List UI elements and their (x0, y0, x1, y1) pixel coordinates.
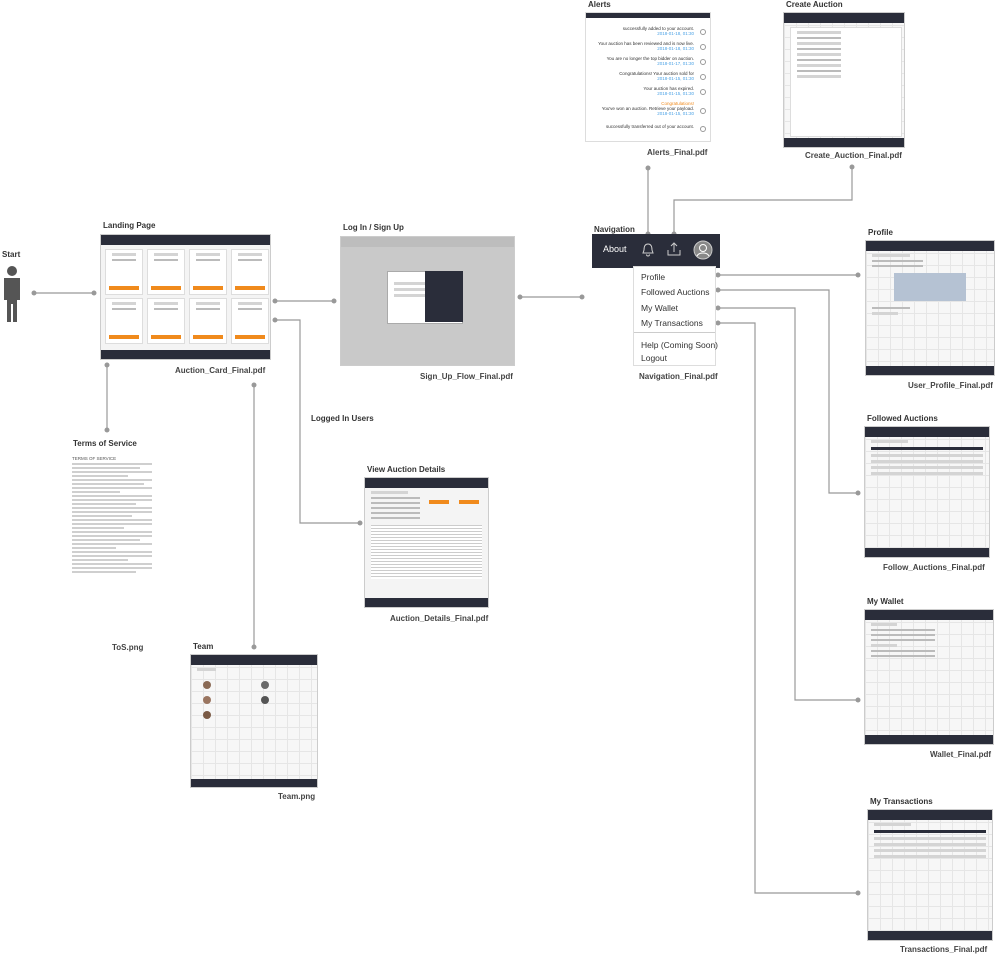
transactions-title: My Transactions (870, 797, 933, 806)
alert-text: Your auction has been reviewed and is no… (598, 41, 694, 46)
alerts-thumbnail[interactable]: successfully added to your account.2018-… (585, 12, 711, 142)
profile-caption: User_Profile_Final.pdf (908, 381, 993, 390)
navigation-bar[interactable]: About (592, 234, 720, 268)
user-avatar-icon[interactable] (693, 240, 713, 260)
view-details-title: View Auction Details (367, 465, 446, 474)
landing-title: Landing Page (103, 221, 156, 230)
team-title: Team (193, 642, 214, 651)
edge-wallet (718, 307, 858, 701)
team-caption: Team.png (278, 792, 316, 801)
upload-icon[interactable] (667, 242, 681, 256)
navigation-title: Navigation (594, 225, 635, 234)
profile-title: Profile (868, 228, 893, 237)
menu-item-help[interactable]: Help (Coming Soon) (641, 340, 719, 350)
alert-text: Your auction has expired. (643, 86, 694, 91)
view-details-thumbnail[interactable] (364, 477, 489, 608)
tos-title: Terms of Service (73, 439, 137, 448)
tos-caption: ToS.png (112, 643, 144, 652)
create-auction-title: Create Auction (786, 0, 843, 9)
alert-text: successfully added to your account. (622, 26, 694, 31)
alerts-caption: Alerts_Final.pdf (647, 148, 708, 157)
wallet-thumbnail[interactable] (864, 609, 994, 745)
profile-thumbnail[interactable] (865, 240, 995, 376)
edge-transactions (718, 322, 858, 894)
landing-thumbnail[interactable] (100, 234, 271, 360)
menu-divider (634, 332, 715, 333)
create-auction-caption: Create_Auction_Final.pdf (805, 151, 902, 160)
navigation-caption: Navigation_Final.pdf (639, 372, 718, 381)
landing-caption: Auction_Card_Final.pdf (175, 366, 266, 375)
edge-nav-create (673, 167, 853, 234)
tos-heading: TERMS OF SERVICE (72, 456, 117, 461)
alert-text: successfully transferred out of your acc… (605, 124, 694, 129)
transactions-caption: Transactions_Final.pdf (900, 945, 988, 954)
alert-congrats: Congratulations! (661, 101, 694, 106)
login-thumbnail[interactable] (340, 236, 515, 366)
alert-text: You are no longer the top bidder on auct… (606, 56, 694, 61)
wallet-title: My Wallet (867, 597, 904, 606)
alert-text: You've won an auction. Retrieve your pay… (601, 106, 694, 111)
followed-thumbnail[interactable] (864, 426, 990, 558)
edge-landing-details (275, 319, 360, 524)
start-label: Start (2, 250, 21, 259)
alert-text: Congratulations! Your auction sold for (619, 71, 694, 76)
person-icon (4, 266, 20, 322)
team-thumbnail[interactable] (190, 654, 318, 788)
tos-thumbnail[interactable]: TERMS OF SERVICE (72, 456, 152, 640)
wallet-caption: Wallet_Final.pdf (930, 750, 992, 759)
followed-title: Followed Auctions (867, 414, 938, 423)
user-dropdown-menu: Profile Followed Auctions My Wallet My T… (633, 266, 719, 366)
login-caption: Sign_Up_Flow_Final.pdf (420, 372, 513, 381)
menu-item-logout[interactable]: Logout (641, 353, 667, 363)
create-auction-thumbnail[interactable] (783, 12, 905, 148)
logged-in-users-label: Logged In Users (311, 414, 374, 423)
alerts-title: Alerts (588, 0, 611, 9)
followed-caption: Follow_Auctions_Final.pdf (883, 563, 985, 572)
about-link[interactable]: About (603, 244, 627, 254)
menu-item-followed-auctions[interactable]: Followed Auctions (641, 287, 710, 297)
login-title: Log In / Sign Up (343, 223, 404, 232)
bell-icon[interactable] (642, 243, 654, 257)
transactions-thumbnail[interactable] (867, 809, 993, 941)
menu-item-my-transactions[interactable]: My Transactions (641, 318, 703, 328)
menu-item-profile[interactable]: Profile (641, 272, 666, 282)
menu-item-my-wallet[interactable]: My Wallet (641, 303, 678, 313)
view-details-caption: Auction_Details_Final.pdf (390, 614, 489, 623)
edge-followed (718, 289, 858, 494)
